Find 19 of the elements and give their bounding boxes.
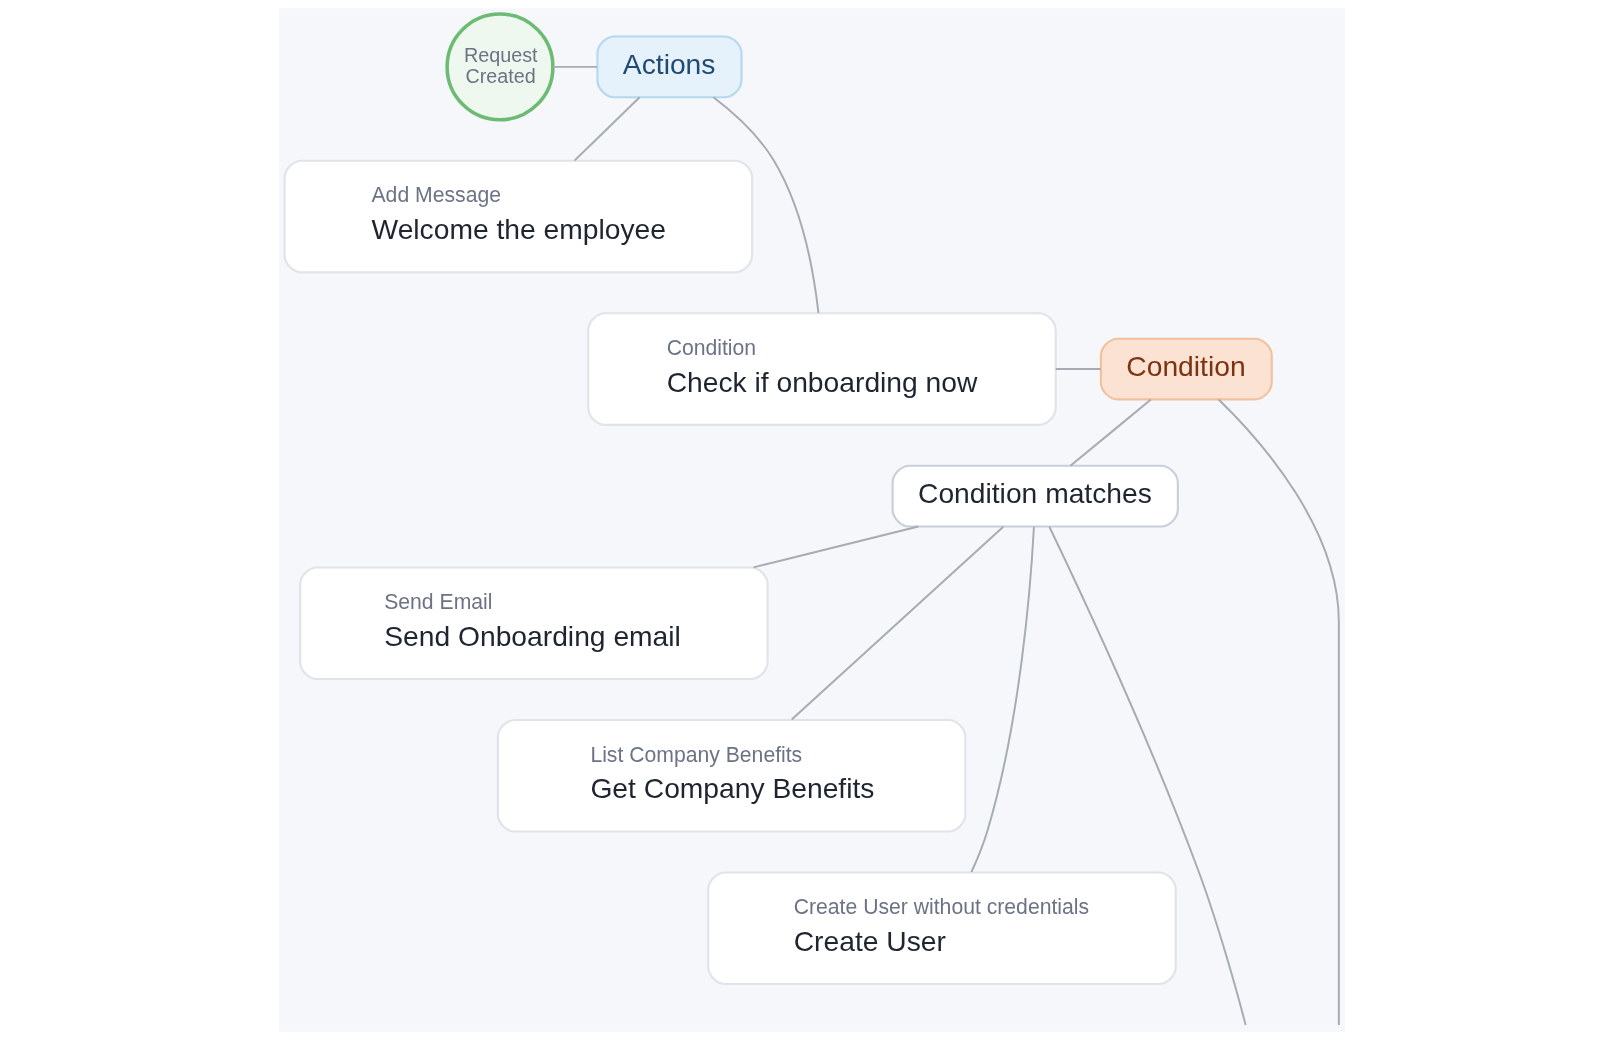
connector	[1048, 525, 1247, 1026]
connector	[551, 65, 599, 68]
node-box: Condition	[1099, 337, 1273, 401]
connector	[752, 525, 920, 569]
connector	[712, 96, 820, 314]
node-box: List Company Benefits Get Company Benefits	[496, 718, 967, 833]
node-box: Send Email Send Onboarding email	[299, 566, 769, 681]
node-box: Add Message Welcome the employee	[283, 159, 754, 274]
node-box: Condition matches	[891, 464, 1179, 528]
node-box: Create User without credentials Create User	[707, 871, 1177, 986]
connector	[1217, 398, 1340, 1026]
node-box: Condition Check if onboarding now	[587, 312, 1057, 426]
connector	[573, 96, 641, 162]
connector	[1069, 398, 1152, 467]
node-box: Actions	[596, 35, 743, 99]
connector	[790, 525, 1005, 721]
connector	[1054, 368, 1102, 371]
node-circle: Request Created	[445, 12, 555, 122]
connector	[970, 525, 1035, 874]
